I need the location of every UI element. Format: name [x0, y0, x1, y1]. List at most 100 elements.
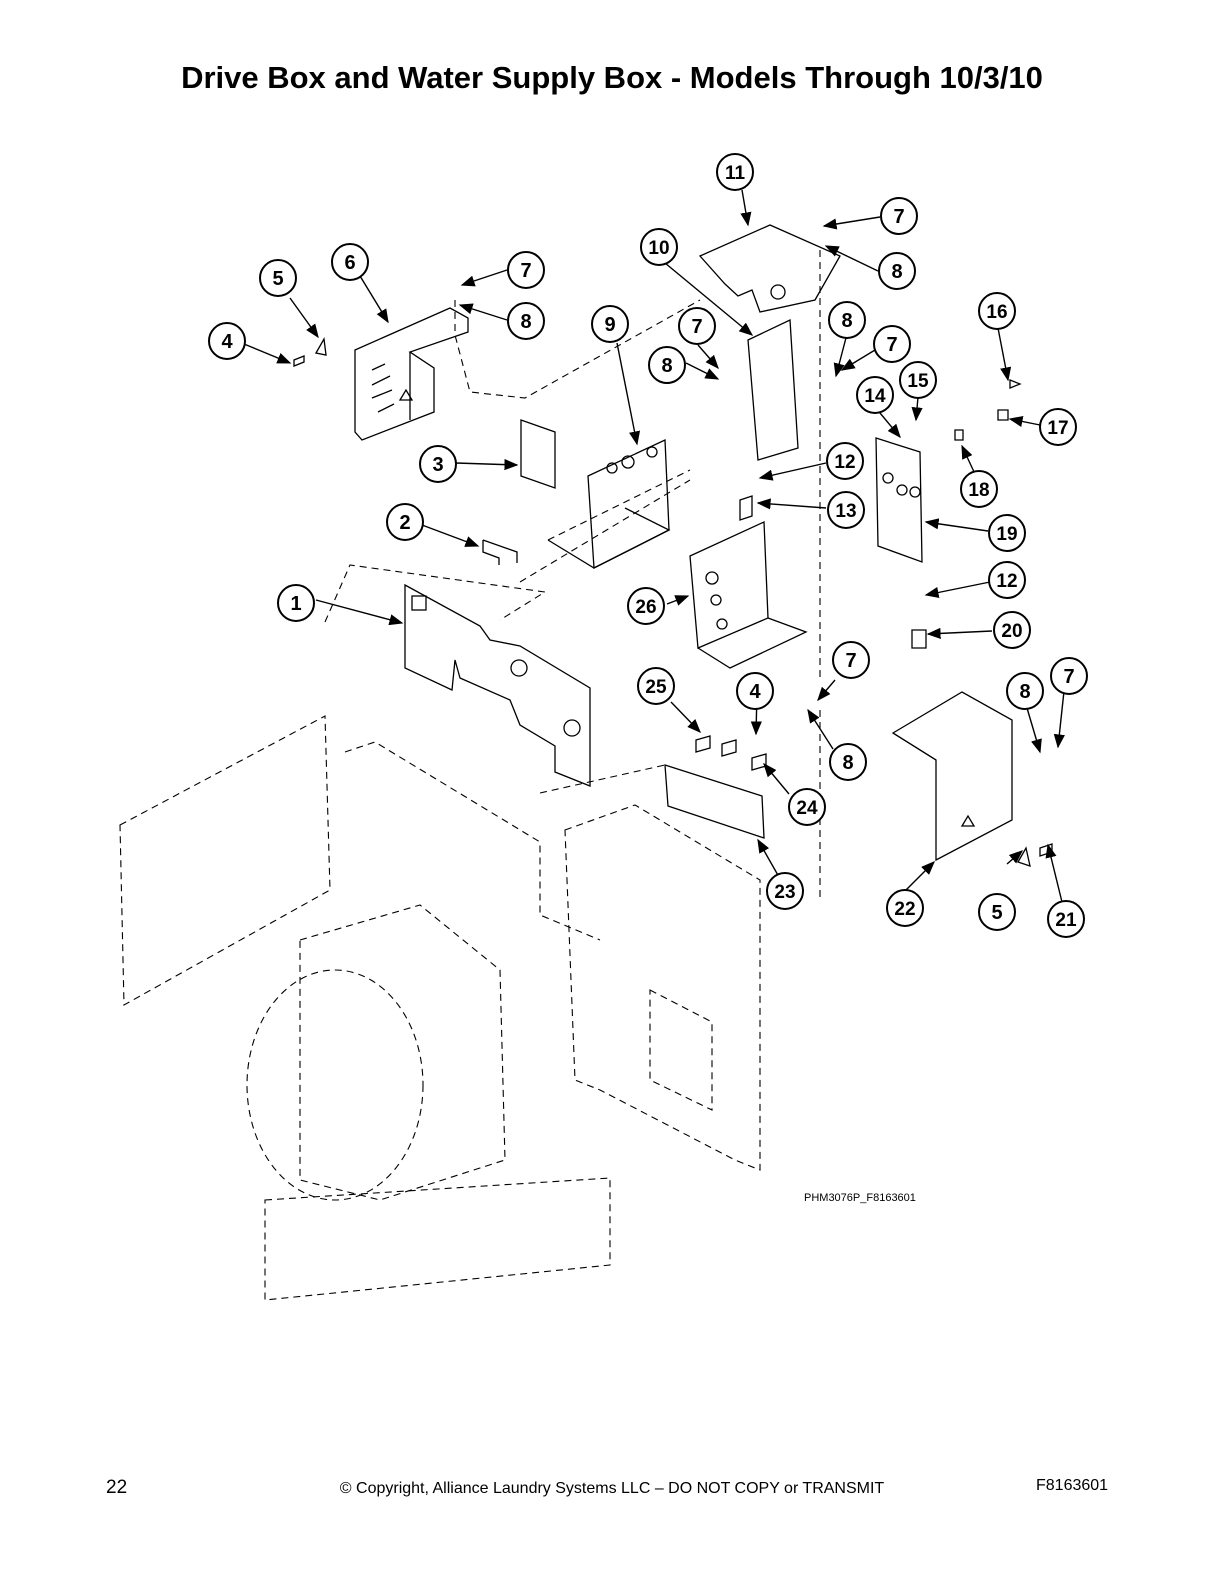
- callout-circle: [640, 228, 678, 266]
- callout-circle: [1039, 408, 1077, 446]
- callout-1: 1: [277, 584, 315, 622]
- part-9-bracket: [547, 438, 671, 570]
- callout-circle: [886, 889, 924, 927]
- callout-number: 12: [834, 452, 855, 473]
- callout-number: 22: [894, 899, 915, 920]
- part-11-top: [698, 224, 841, 313]
- callout-circle: [419, 445, 457, 483]
- part-22-cover: [891, 691, 1013, 862]
- callout-21: 21: [1047, 900, 1085, 938]
- part-26-box: [689, 521, 808, 669]
- callout-number: 8: [520, 311, 531, 333]
- callout-9: 9: [591, 305, 629, 343]
- callout-number: 26: [635, 597, 656, 618]
- callout-20: 20: [993, 611, 1031, 649]
- callout-circle: [678, 307, 716, 345]
- document-id: F8163601: [1036, 1477, 1109, 1494]
- callout-circle: [648, 346, 686, 384]
- callout-circle: [828, 301, 866, 339]
- callout-circle: [386, 503, 424, 541]
- callout-number: 25: [645, 677, 667, 698]
- callout-13: 13: [827, 491, 865, 529]
- callout-circle: [736, 672, 774, 710]
- part-1-panel: [404, 583, 591, 787]
- callout-3: 3: [419, 445, 457, 483]
- callout-8: 8: [648, 346, 686, 384]
- callout-circle: [829, 743, 867, 781]
- part-3-plate: [520, 419, 556, 489]
- callout-number: 14: [864, 386, 886, 407]
- callout-number: 8: [891, 261, 902, 283]
- callout-circle: [208, 322, 246, 360]
- callout-8: 8: [1006, 672, 1044, 710]
- callout-7: 7: [873, 325, 911, 363]
- callout-19: 19: [988, 514, 1026, 552]
- callout-8: 8: [829, 743, 867, 781]
- callout-number: 6: [344, 252, 355, 274]
- part-5-tri-right: [1017, 846, 1031, 867]
- callout-16: 16: [978, 292, 1016, 330]
- part-6-bracket: [354, 307, 469, 441]
- callout-circle: [591, 305, 629, 343]
- callout-7: 7: [1050, 657, 1088, 695]
- callout-number: 10: [648, 238, 669, 259]
- callout-number: 7: [1063, 666, 1074, 688]
- callout-number: 23: [774, 882, 795, 903]
- callout-7: 7: [507, 251, 545, 289]
- callout-24: 24: [788, 788, 826, 826]
- callout-7: 7: [880, 197, 918, 235]
- callout-circle: [827, 491, 865, 529]
- callout-number: 8: [842, 752, 853, 774]
- part-20-clip: [911, 629, 927, 649]
- part-drawings: [293, 224, 1053, 867]
- callout-number: 17: [1047, 418, 1068, 439]
- callout-number: 18: [968, 480, 989, 501]
- part-16: [1009, 379, 1022, 389]
- leader-arrows: [243, 189, 1065, 903]
- callout-number: 1: [290, 593, 301, 615]
- callout-number: 21: [1055, 910, 1077, 931]
- callout-number: 11: [725, 163, 746, 184]
- callout-circle: [878, 252, 916, 290]
- callout-number: 4: [749, 681, 761, 703]
- callout-circle: [507, 302, 545, 340]
- callout-circle: [788, 788, 826, 826]
- part-5-tri-left: [314, 336, 327, 356]
- callout-26: 26: [627, 587, 665, 625]
- page-number: 22: [106, 1477, 128, 1498]
- callout-number: 5: [272, 268, 283, 290]
- callout-circle: [716, 153, 754, 191]
- callout-circle: [627, 587, 665, 625]
- copyright-notice: © Copyright, Alliance Laundry Systems LL…: [339, 1480, 885, 1497]
- callout-circle: [826, 442, 864, 480]
- callout-10: 10: [640, 228, 678, 266]
- callout-number: 13: [835, 501, 856, 522]
- callout-circle: [832, 641, 870, 679]
- callout-number: 15: [907, 371, 929, 392]
- callout-22: 22: [886, 889, 924, 927]
- callout-circle: [277, 584, 315, 622]
- callout-circle: [507, 251, 545, 289]
- callout-number: 20: [1001, 621, 1022, 642]
- callout-circle: [331, 243, 369, 281]
- callout-number: 12: [996, 571, 1017, 592]
- callout-circle: [873, 325, 911, 363]
- callout-8: 8: [878, 252, 916, 290]
- callout-7: 7: [832, 641, 870, 679]
- callout-number: 7: [691, 316, 702, 338]
- callout-18: 18: [960, 470, 998, 508]
- part-2-handle: [482, 539, 518, 565]
- callout-circle: [988, 561, 1026, 599]
- callout-circle: [960, 470, 998, 508]
- page-title: Drive Box and Water Supply Box - Models …: [181, 60, 1043, 95]
- callout-number: 8: [661, 355, 672, 377]
- callout-number: 7: [845, 650, 856, 672]
- callout-23: 23: [766, 872, 804, 910]
- callout-circle: [899, 361, 937, 399]
- callout-circle: [1006, 672, 1044, 710]
- part-19-panel: [875, 437, 923, 563]
- callout-circle: [766, 872, 804, 910]
- callout-12: 12: [988, 561, 1026, 599]
